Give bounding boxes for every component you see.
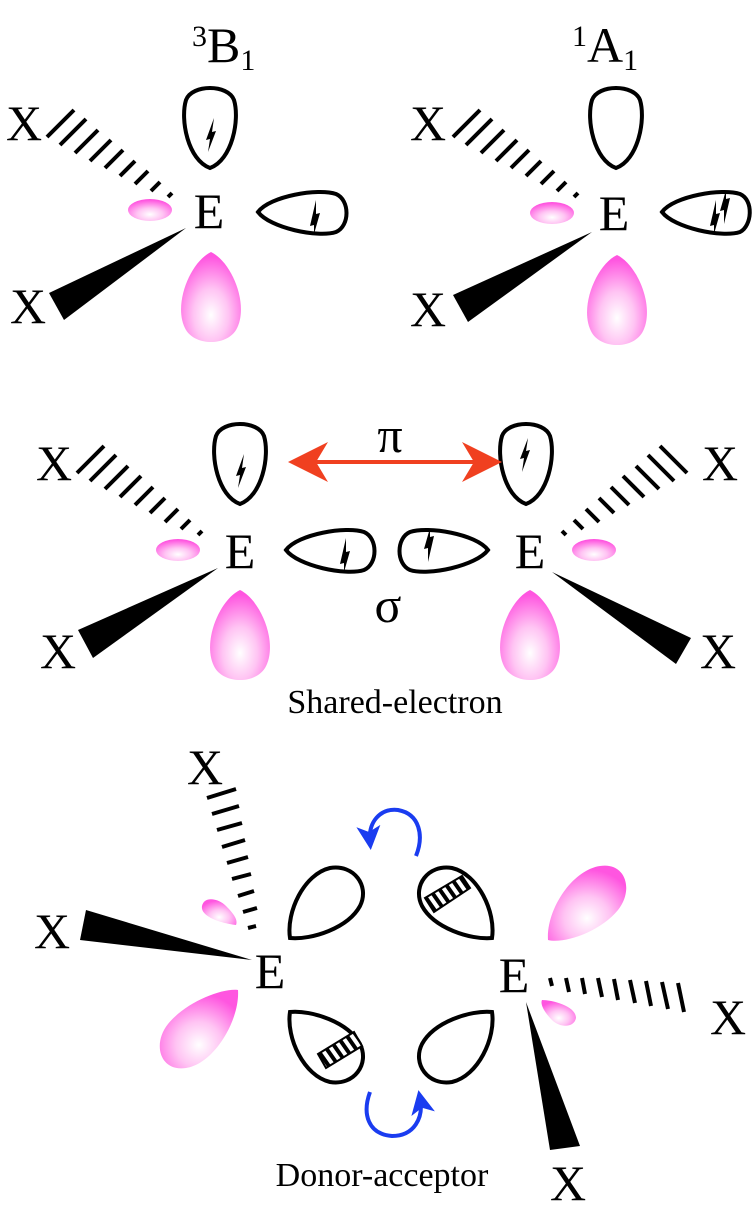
center-atom: E	[255, 943, 286, 999]
pink-lobe-small	[156, 539, 200, 561]
pink-lobe-bottom	[181, 252, 241, 342]
hashed-bond	[548, 977, 686, 1013]
substituent: X	[36, 435, 72, 491]
term-symbol-triplet: 3B1	[192, 17, 255, 77]
pink-lobe-small	[128, 199, 172, 221]
wedge-bond	[453, 232, 592, 322]
substituent: X	[10, 278, 46, 334]
center-atom: E	[194, 183, 225, 239]
center-atom: E	[515, 523, 546, 579]
caption-donor-acceptor: Donor-acceptor	[276, 1157, 489, 1194]
orbital-lobe-acceptor	[416, 1009, 495, 1085]
hashed-bond	[206, 787, 258, 930]
substituent: X	[700, 623, 736, 679]
substituent: X	[702, 435, 738, 491]
orbital-lobe-top	[212, 422, 268, 507]
electron-pair-hatch-icon	[423, 874, 472, 914]
pink-lobe-bottom	[500, 590, 560, 680]
center-atom: E	[225, 523, 256, 579]
orbital-lobe-top-empty	[588, 86, 644, 171]
caption-shared-electron: Shared-electron	[287, 684, 502, 721]
substituent: X	[6, 95, 42, 151]
wedge-bond	[80, 910, 252, 960]
pink-lobe-large	[547, 865, 627, 941]
substituent: X	[34, 903, 70, 959]
panel-shared-electron: E X X E X X π σ Shared-electron	[36, 407, 738, 721]
orbital-lobe-acceptor	[287, 865, 366, 941]
electron-spin-down-icon	[424, 528, 434, 562]
hashed-bond	[560, 444, 689, 537]
term-symbol-singlet: 1A1	[572, 17, 638, 77]
substituent: X	[40, 623, 76, 679]
electron-spin-down-icon	[720, 190, 730, 224]
panel-donor-acceptor: E X X E X X Donor-acceptor	[34, 739, 746, 1207]
electron-spin-up-icon	[206, 118, 216, 152]
wedge-bond	[78, 568, 218, 658]
pink-lobe-large	[159, 989, 239, 1069]
orbital-lobe-right	[255, 190, 349, 236]
wedge-bond	[49, 228, 186, 320]
panel-triplet: 3B1 E X X	[6, 17, 349, 342]
orbital-lobe-left	[397, 528, 491, 574]
electron-spin-up-icon	[710, 200, 720, 234]
hashed-bond	[45, 108, 174, 199]
curved-arrow-icon	[364, 1090, 435, 1139]
hashed-bond	[451, 108, 580, 199]
pink-lobe-small	[572, 539, 616, 561]
substituent: X	[550, 1155, 586, 1207]
electron-spin-up-icon	[236, 454, 246, 488]
orbital-lobe-donor	[287, 1009, 366, 1085]
substituent: X	[710, 989, 746, 1045]
center-atom: E	[499, 947, 530, 1003]
orbital-lobe-top	[498, 422, 554, 507]
electron-pair-hatch-icon	[316, 1030, 364, 1070]
center-atom: E	[599, 185, 630, 241]
pink-lobe-bottom	[210, 590, 270, 680]
orbital-lobe-right	[659, 190, 752, 236]
wedge-bond	[526, 1002, 580, 1150]
electron-spin-down-icon	[520, 438, 530, 472]
pink-lobe-small	[530, 202, 574, 224]
electron-spin-up-icon	[310, 200, 320, 234]
substituent: X	[187, 739, 223, 795]
pink-lobe-small	[541, 1000, 576, 1026]
orbital-lobe-donor	[416, 865, 495, 941]
panel-singlet: 1A1 E X X	[410, 17, 752, 345]
pink-lobe-bottom	[587, 255, 647, 345]
substituent: X	[410, 95, 446, 151]
pink-lobe-small	[201, 899, 237, 925]
electron-spin-up-icon	[340, 538, 350, 572]
wedge-bond	[552, 572, 691, 664]
hashed-bond	[75, 444, 204, 537]
curved-arrow-icon	[356, 807, 422, 857]
sigma-label: σ	[375, 577, 402, 633]
substituent: X	[410, 281, 446, 337]
orbital-lobe-right	[283, 528, 377, 574]
pi-label: π	[377, 407, 402, 463]
orbital-lobe-top	[182, 86, 238, 171]
